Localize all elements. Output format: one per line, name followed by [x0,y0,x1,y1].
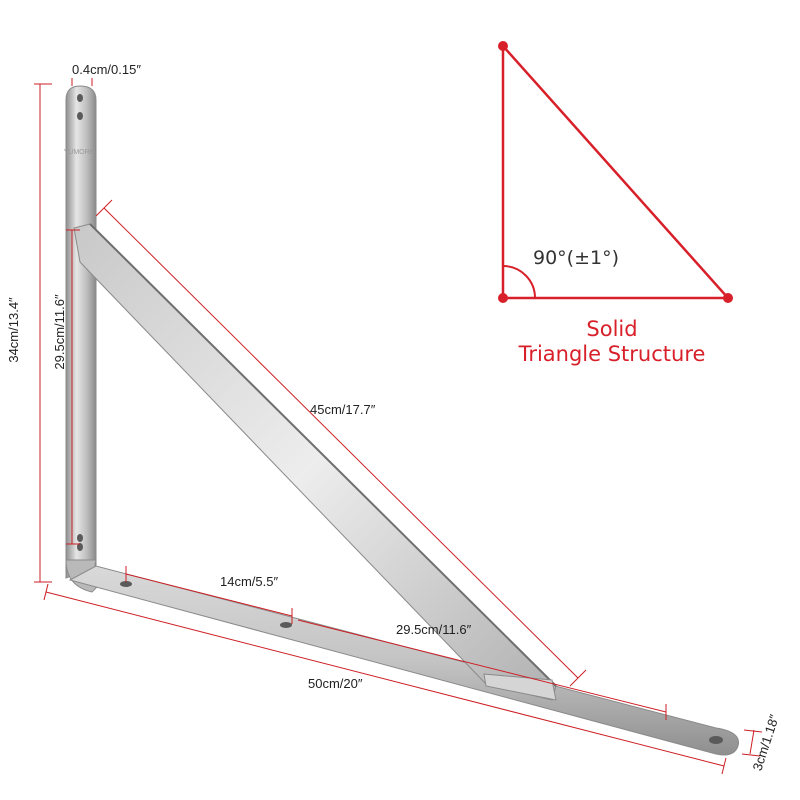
right-angle-arc [502,265,536,299]
shelf-bracket: YUMORE [64,85,740,756]
screw-hole [77,112,83,120]
hole-spacing-label: 14cm/5.5″ [220,574,278,589]
triangle-outline [501,42,731,300]
diagram-title-line1: Solid [586,317,637,341]
screw-hole [709,736,723,744]
vertex-dot [723,293,733,303]
screw-hole [77,94,83,102]
brand-mark: YUMORE [64,149,95,156]
vertex-dot [498,41,508,51]
width-label: 3cm/1.18″ [750,712,782,772]
dimension-lines [34,78,763,775]
angle-label: 90°(±1°) [533,247,619,269]
total-length-label: 50cm/20″ [308,676,363,691]
diagonal-label: 45cm/17.7″ [310,402,376,417]
diagram-title-line2: Triangle Structure [518,342,706,366]
total-height-label: 34cm/13.4″ [6,297,21,363]
brace-run-label: 29.5cm/11.6″ [396,622,472,637]
screw-hole [280,622,292,628]
vertex-dot [498,293,508,303]
screw-hole [77,543,83,551]
screw-hole [120,581,132,587]
thickness-label: 0.4cm/0.15″ [72,62,141,77]
horizontal-arm [68,565,740,756]
screw-hole [77,534,83,542]
vertical-arm [65,85,97,579]
inner-height-label: 29.5cm/11.6″ [52,294,67,370]
triangle-diagram: 90°(±1°) Solid Triangle Structure [498,41,733,366]
